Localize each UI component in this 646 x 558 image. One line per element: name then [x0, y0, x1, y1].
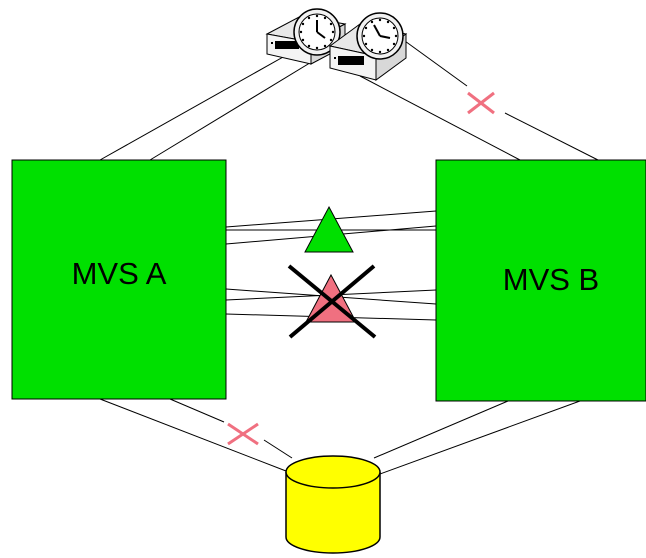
link-a-disk-1a: [99, 398, 287, 472]
disk-links: [99, 398, 581, 475]
failure-cross-icon: [287, 264, 377, 339]
link-a-disk-2b: [263, 439, 293, 459]
disk-cylinder-icon: [285, 455, 381, 554]
link-b-disk-1: [373, 400, 509, 459]
system-label: MVS B: [503, 262, 599, 297]
system-box: [435, 159, 646, 402]
link-b-disk-2: [379, 400, 581, 475]
system-label: MVS A: [72, 256, 167, 291]
coupling-facility-active: [304, 205, 354, 253]
link-timer-a-mvs-a-1: [99, 51, 293, 161]
link-timer-a-mvs-b-1: [149, 57, 319, 161]
timer-links: [99, 35, 599, 161]
link-break-icon: [227, 422, 259, 446]
system-mvs-a: MVS A: [11, 159, 227, 400]
link-break-icon: [467, 91, 495, 115]
link-timer-b-mvs-b-2: [504, 112, 599, 161]
system-mvs-b: MVS B: [435, 159, 646, 402]
sysplex-timer-icon: [265, 8, 347, 65]
system-box: [11, 159, 227, 400]
link-timer-b-mvs-b-1: [397, 35, 468, 87]
sysplex-timer-icon: [328, 12, 408, 81]
link-a-disk-2a: [169, 398, 225, 423]
coupling-facility-failed: [287, 264, 377, 339]
link-timer-b-mvs-a: [359, 75, 521, 161]
